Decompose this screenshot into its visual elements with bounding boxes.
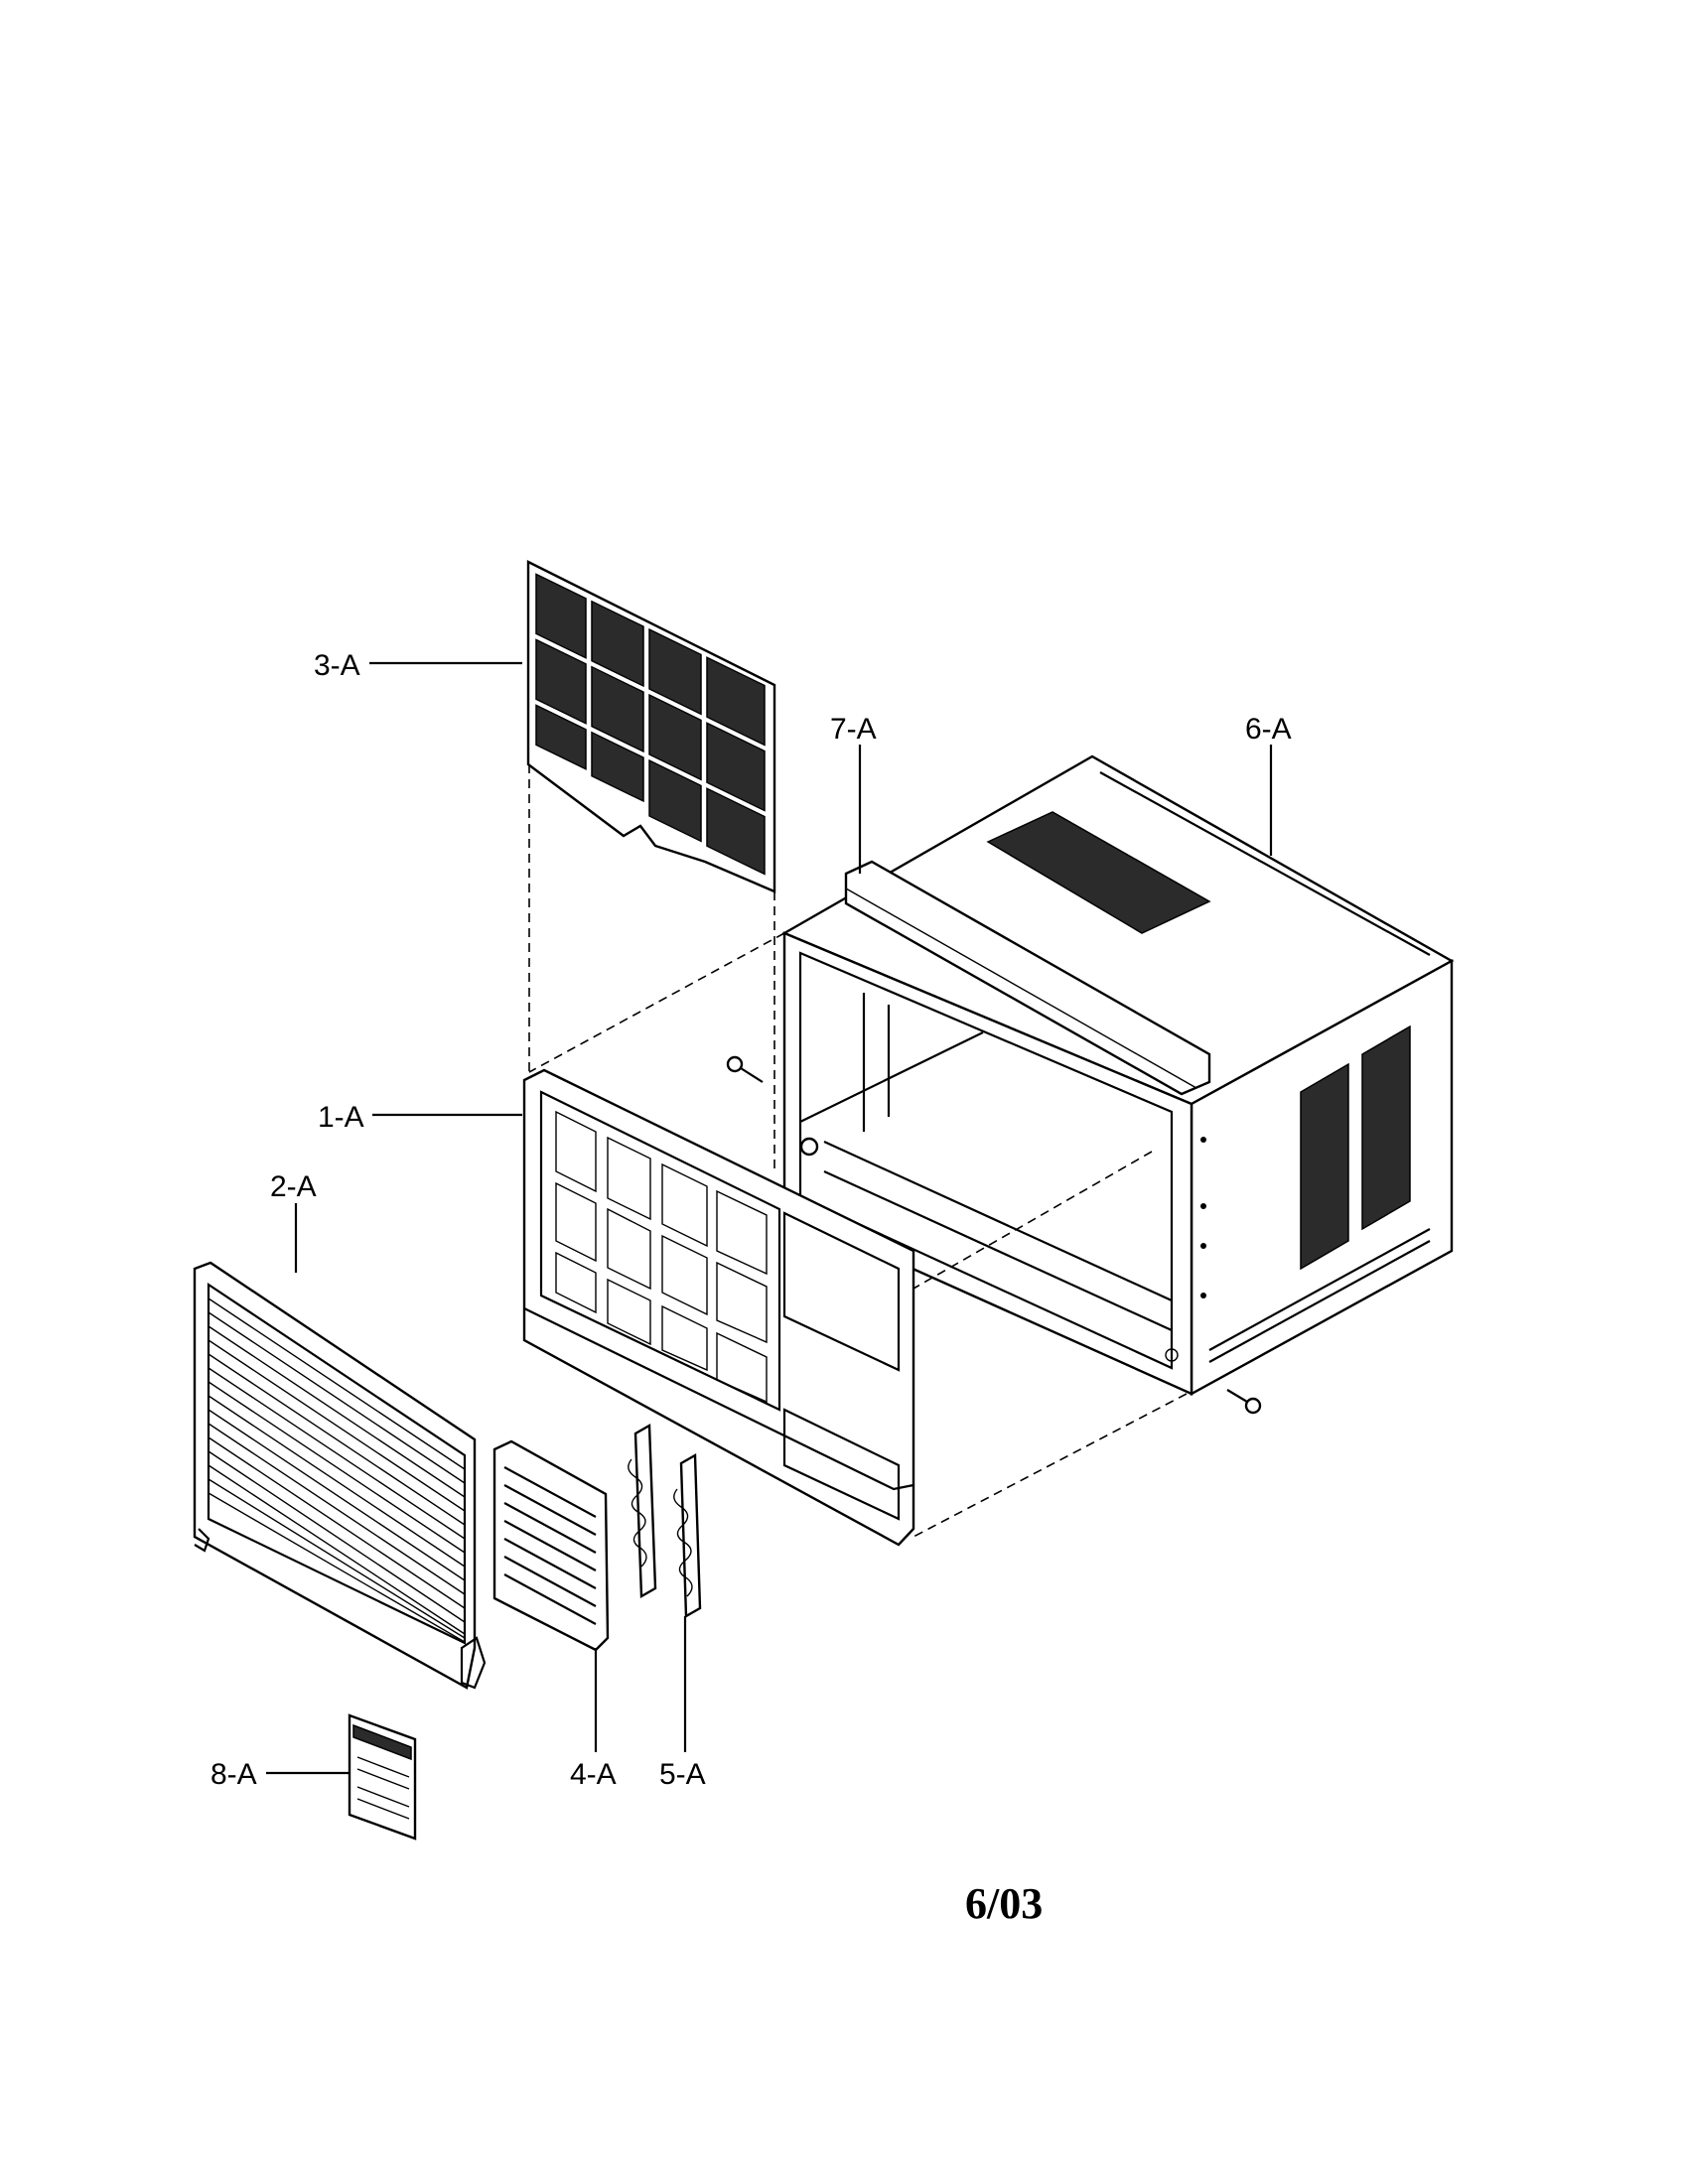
screw-lower [1226,1389,1262,1415]
callout-7-a: 7-A [830,713,877,746]
callout-2-a: 2-A [270,1170,317,1203]
air-filter-part [526,560,776,893]
callout-1-a: 1-A [318,1101,364,1134]
filter-mesh-cells [535,573,766,876]
callout-4-a: 4-A [570,1758,617,1791]
cabinet-part [781,754,1455,1397]
front-grille-part [193,1261,487,1690]
cabinet-rail-part [844,860,1211,1096]
louver-slats [503,1466,597,1625]
front-panel-grid [555,1110,768,1404]
warning-label-part [348,1713,417,1841]
revision-date: 6/03 [965,1879,1043,1928]
louver-linkage-part [628,1423,702,1619]
front-panel-part [522,1068,915,1547]
callout-6-a: 6-A [1245,713,1292,746]
callout-3-a: 3-A [314,649,360,682]
top-vent-grille [986,811,1211,934]
callout-8-a: 8-A [210,1758,257,1791]
screw-upper [726,1055,764,1083]
grille-louvres [208,1297,466,1643]
callout-leaders [266,661,1273,1775]
side-vent-louvres [1300,1024,1411,1271]
louver-assembly-part [492,1439,610,1652]
callout-5-a: 5-A [659,1758,706,1791]
